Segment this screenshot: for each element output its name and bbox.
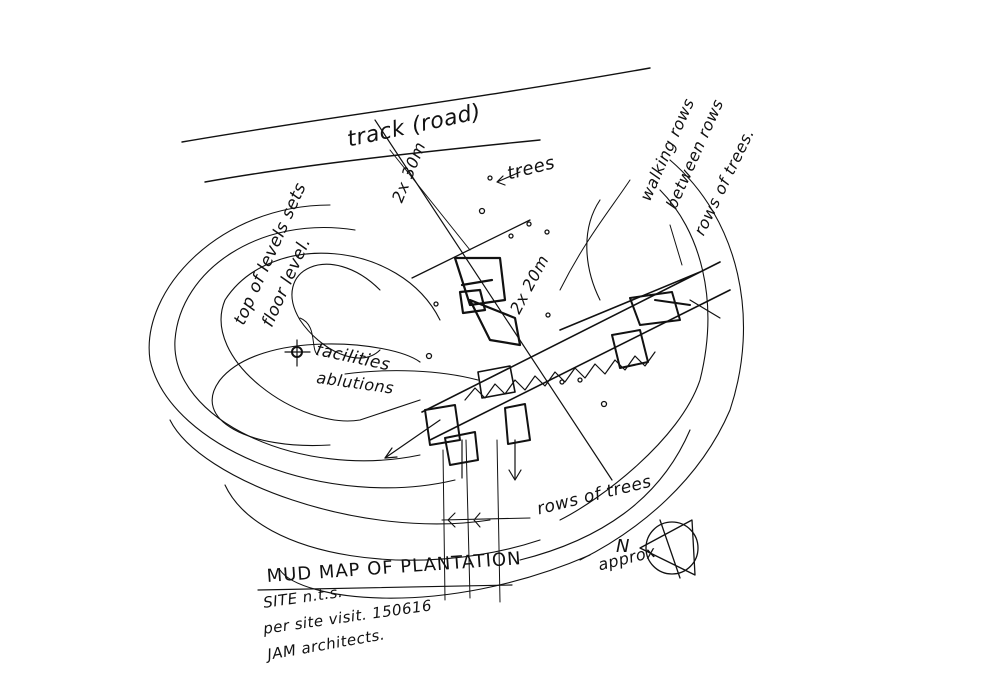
contour-2 [220,252,441,422]
ablutions-leader [344,370,479,381]
north-label: N [616,536,630,557]
contour-3 [211,343,421,447]
building-cluster [453,256,522,347]
title-underline [257,584,513,591]
arrowhead-down [508,469,522,481]
walkway-zigzag [464,351,656,401]
facility-box [477,365,516,399]
arrowhead-left [384,447,398,459]
facilities-leader [299,317,319,356]
north-circle [645,521,699,575]
leader-rows-trees [669,224,683,266]
contour-8 [279,554,591,599]
main-axis-line-2 [389,149,471,251]
arrow-right-end [689,299,721,319]
contour-7 [224,484,541,561]
north-arrow [639,519,696,579]
contour-right-3 [579,159,744,561]
gate-line [411,219,531,279]
contour-right-4 [519,429,691,561]
tree-row-line-3 [496,439,501,603]
contour-right-1 [586,199,601,301]
tree-row-arrow [441,512,531,528]
contour-4 [174,226,421,462]
pavilion-right [611,291,691,369]
pavilion-left [424,403,531,466]
road-line-lower [204,139,541,183]
contour-right-2 [559,189,709,521]
road-line-upper [181,67,651,143]
leader-trees [496,171,521,186]
tree-row-line-1 [442,449,446,601]
walkway-outer [421,261,731,441]
leader-walking-rows [559,179,631,291]
contour-1 [291,263,381,359]
arrow-left [384,419,441,459]
tree-dots [425,175,608,408]
contour-5 [148,204,456,489]
contour-6 [169,419,491,525]
